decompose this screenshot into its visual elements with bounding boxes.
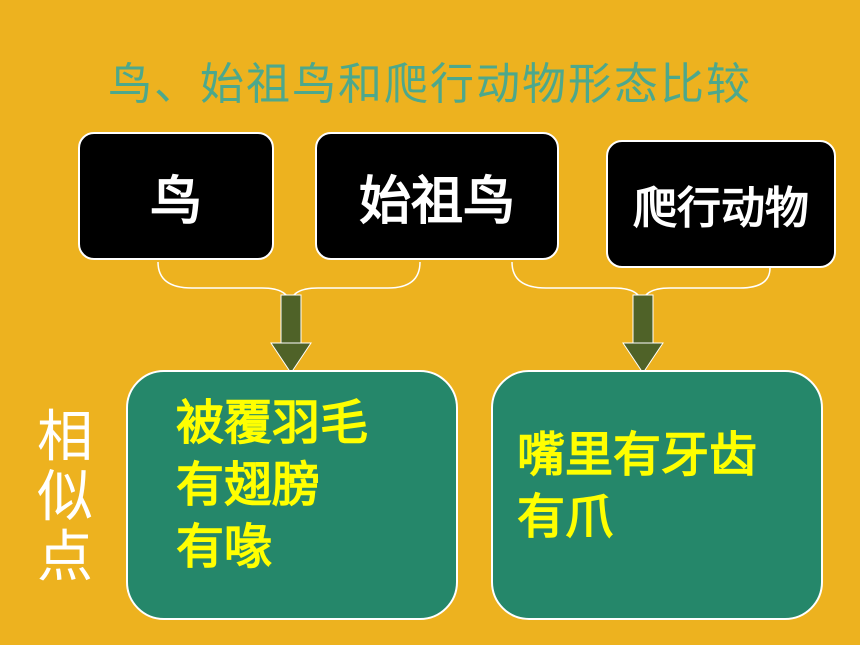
left-arrow	[270, 294, 312, 374]
trait-item: 被覆羽毛	[176, 395, 369, 451]
similarities-char: 似	[37, 465, 93, 530]
trait-item: 有翅膀	[176, 457, 321, 513]
similarities-char: 相	[37, 405, 93, 470]
bird-label: 鸟	[149, 171, 202, 232]
archaeopteryx-label: 始祖鸟	[358, 171, 515, 232]
page-title: 鸟、始祖鸟和爬行动物形态比较	[108, 59, 752, 110]
shared-with-archaeopteryx-box: 被覆羽毛 有翅膀 有喙	[126, 370, 458, 620]
archaeopteryx-box: 始祖鸟	[315, 132, 559, 260]
similarities-label: 相 似 点	[30, 408, 100, 588]
reptile-box: 爬行动物	[606, 140, 836, 268]
trait-item: 有爪	[517, 489, 614, 545]
trait-item: 有喙	[176, 519, 273, 575]
bird-box: 鸟	[78, 132, 274, 260]
shared-with-reptile-box: 嘴里有牙齿 有爪	[491, 370, 823, 620]
trait-item: 嘴里有牙齿	[517, 427, 758, 483]
reptile-label: 爬行动物	[633, 183, 809, 234]
right-arrow	[622, 294, 664, 374]
similarities-char: 点	[37, 525, 93, 590]
